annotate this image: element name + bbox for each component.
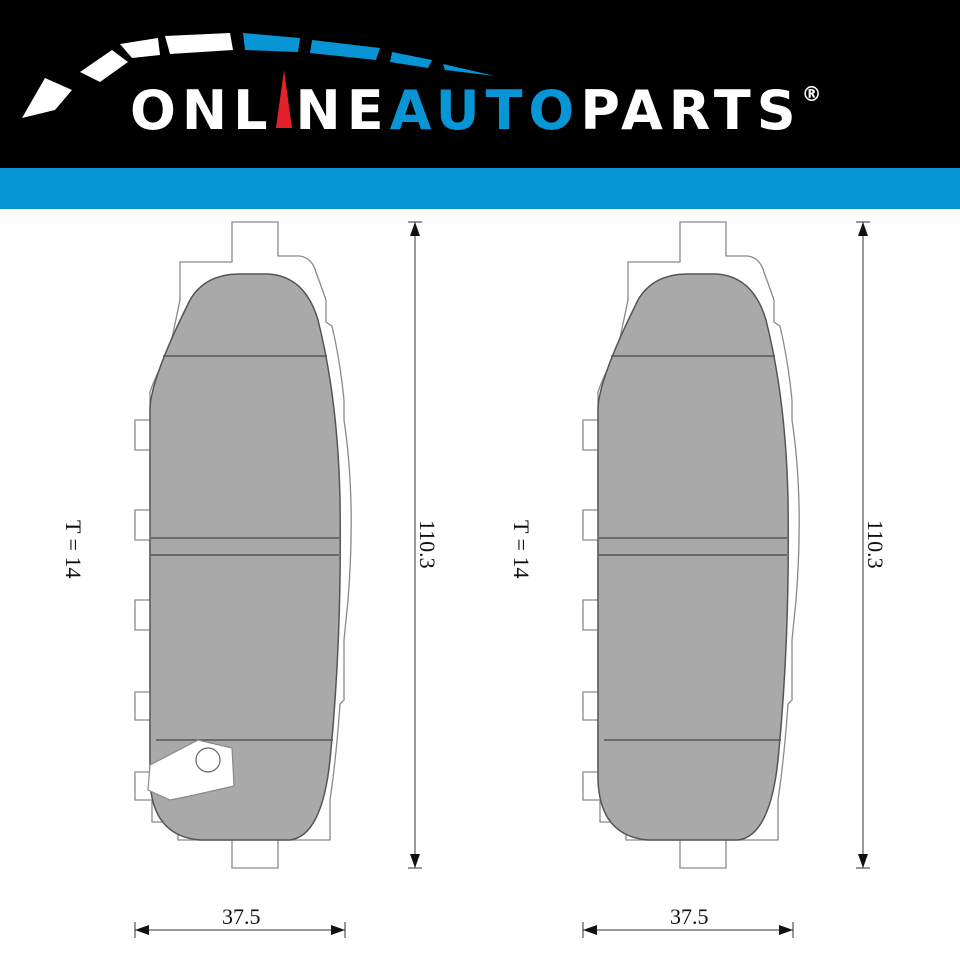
thickness-label: T = 14 [61, 520, 86, 578]
brake-pad-left: T = 14 110.3 37.5 [61, 221, 440, 939]
height-dimension-label: 110.3 [863, 520, 888, 569]
speedometer-logo-icon [22, 33, 495, 128]
thickness-label: T = 14 [509, 520, 534, 578]
brand-stripe [0, 168, 960, 209]
width-dimension-label: 37.5 [670, 904, 709, 929]
brake-pad-right: T = 14 110.3 37.5 [509, 221, 888, 939]
height-dimension-label: 110.3 [415, 520, 440, 569]
wear-sensor-tab [147, 739, 235, 801]
width-dimension-label: 37.5 [222, 904, 261, 929]
